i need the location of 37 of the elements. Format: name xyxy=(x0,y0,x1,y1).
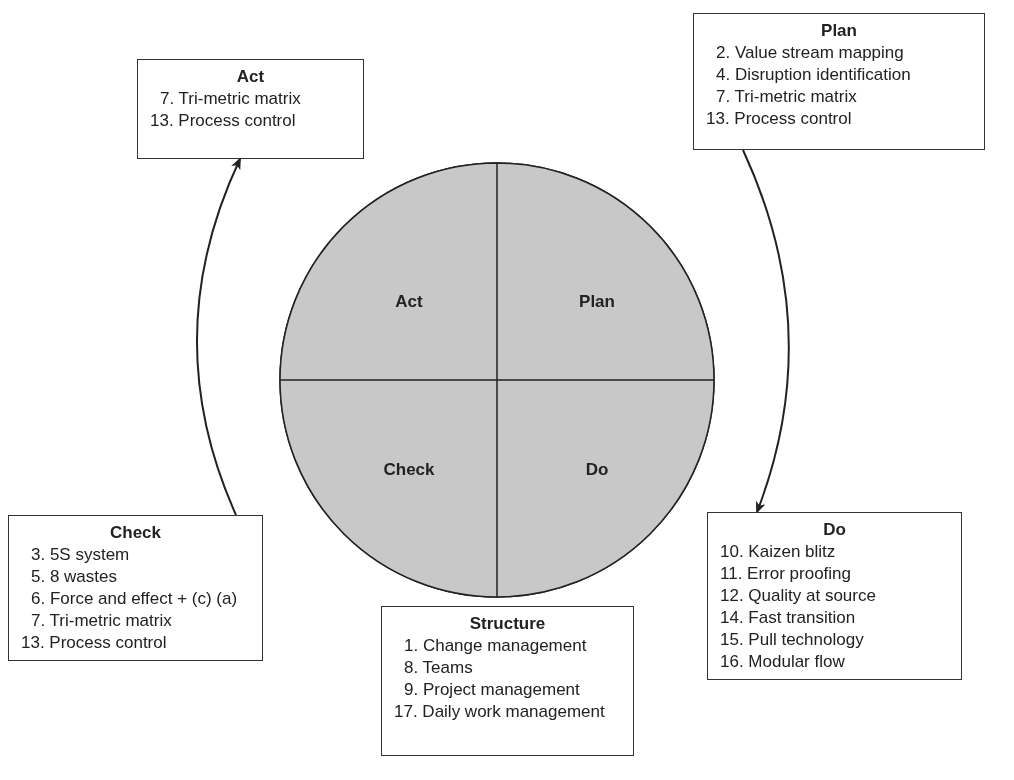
list-item: 6. Force and effect + (c) (a) xyxy=(30,588,239,610)
list-item: 10. Kaizen blitz xyxy=(719,541,837,563)
box-heading: Act xyxy=(235,66,266,88)
text-box xyxy=(693,13,985,150)
list-item: 2. Value stream mapping xyxy=(715,42,905,64)
box-heading: Structure xyxy=(468,613,547,635)
curved-arrow xyxy=(742,149,790,514)
list-item: 13. Process control xyxy=(20,632,168,654)
box-heading: Do xyxy=(822,519,847,541)
quadrant-label: Plan xyxy=(579,292,615,312)
list-item: 16. Modular flow xyxy=(719,651,846,673)
list-item: 8. Teams xyxy=(403,657,474,679)
list-item: 9. Project management xyxy=(403,679,581,701)
list-item: 7. Tri-metric matrix xyxy=(30,610,173,632)
text-box xyxy=(707,512,962,680)
list-item: 7. Tri-metric matrix xyxy=(159,88,302,110)
quadrant-label: Check xyxy=(383,460,435,480)
list-item: 13. Process control xyxy=(149,110,297,132)
list-item: 13. Process control xyxy=(705,108,853,130)
quadrant-label: Act xyxy=(395,292,423,312)
list-item: 3. 5S system xyxy=(30,544,131,566)
list-item: 7. Tri-metric matrix xyxy=(715,86,858,108)
list-item: 17. Daily work management xyxy=(393,701,606,723)
list-item: 11. Error proofing xyxy=(719,563,853,585)
box-heading: Plan xyxy=(820,20,858,42)
box-heading: Check xyxy=(109,522,162,544)
list-item: 15. Pull technology xyxy=(719,629,865,651)
quadrant-label: Do xyxy=(585,460,609,480)
text-box xyxy=(137,59,364,159)
list-item: 12. Quality at source xyxy=(719,585,877,607)
list-item: 14. Fast transition xyxy=(719,607,857,629)
curved-arrow xyxy=(196,157,241,516)
list-item: 5. 8 wastes xyxy=(30,566,118,588)
text-box xyxy=(381,606,634,756)
list-item: 1. Change management xyxy=(403,635,588,657)
text-box xyxy=(8,515,263,661)
list-item: 4. Disruption identification xyxy=(715,64,912,86)
